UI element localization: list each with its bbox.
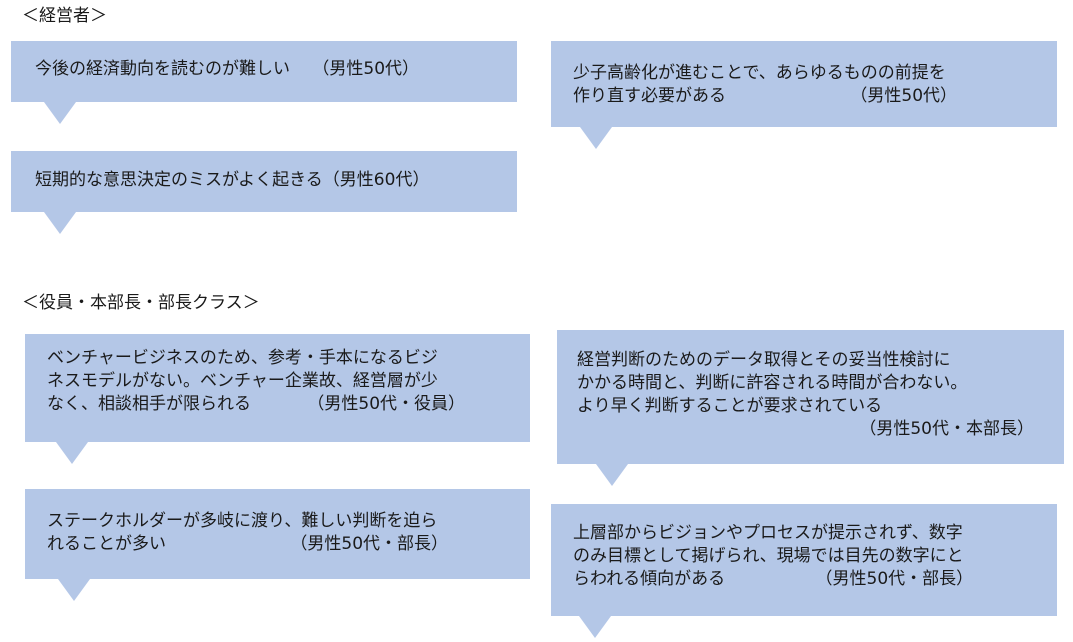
comment-text: らわれる傾向がある （男性50代・部長） bbox=[573, 569, 974, 589]
comment-bubble: 短期的な意思決定のミスがよく起きる（男性60代） bbox=[11, 151, 517, 212]
comment-text: のみ目標として掲げられ、現場では目先の数字にと bbox=[573, 546, 964, 566]
comment-text: 今後の経済動向を読むのが難しい （男性50代） bbox=[35, 59, 420, 79]
bubble-tail bbox=[58, 579, 90, 601]
comment-text: ベンチャービジネスのため、参考・手本になるビジ bbox=[47, 348, 438, 368]
comment-text: より早く判断することが要求されている bbox=[577, 396, 883, 416]
bubble-tail bbox=[44, 102, 76, 124]
bubble-tail bbox=[56, 442, 88, 464]
comment-bubble: 今後の経済動向を読むのが難しい （男性50代） bbox=[11, 41, 517, 102]
comment-bubble: 上層部からビジョンやプロセスが提示されず、数字 のみ目標として掲げられ、現場では… bbox=[551, 504, 1057, 616]
comment-text: ネスモデルがない。ベンチャー企業故、経営層が少 bbox=[47, 371, 438, 391]
comment-text: 作り直す必要がある （男性50代） bbox=[573, 86, 958, 106]
comment-text: 経営判断のためのデータ取得とその妥当性検討に bbox=[577, 350, 951, 370]
bubble-tail bbox=[579, 616, 611, 638]
bubble-tail bbox=[596, 464, 628, 486]
comment-text: 短期的な意思決定のミスがよく起きる（男性60代） bbox=[35, 170, 430, 190]
comment-text: （男性50代・本部長） bbox=[859, 419, 1034, 439]
comment-bubble: ステークホルダーが多岐に渡り、難しい判断を迫ら れることが多い （男性50代・部… bbox=[25, 489, 530, 579]
comment-bubble: 少子高齢化が進むことで、あらゆるものの前提を 作り直す必要がある （男性50代） bbox=[551, 41, 1057, 127]
comment-bubble: ベンチャービジネスのため、参考・手本になるビジ ネスモデルがない。ベンチャー企業… bbox=[25, 334, 530, 442]
comment-text: 少子高齢化が進むことで、あらゆるものの前提を bbox=[573, 63, 946, 83]
comment-text: 上層部からビジョンやプロセスが提示されず、数字 bbox=[573, 523, 963, 543]
section-heading-executives: ＜経営者＞ bbox=[22, 6, 107, 26]
comment-text: なく、相談相手が限られる （男性50代・役員） bbox=[47, 394, 466, 414]
comment-text: ステークホルダーが多岐に渡り、難しい判断を迫ら bbox=[47, 511, 438, 531]
comment-bubble: 経営判断のためのデータ取得とその妥当性検討に かかる時間と、判断に許容される時間… bbox=[557, 330, 1064, 464]
comment-text: れることが多い （男性50代・部長） bbox=[47, 534, 449, 554]
comment-text: かかる時間と、判断に許容される時間が合わない。 bbox=[577, 373, 968, 393]
bubble-tail bbox=[44, 212, 76, 234]
bubble-tail bbox=[580, 127, 612, 149]
section-heading-officers: ＜役員・本部長・部長クラス＞ bbox=[22, 293, 260, 313]
